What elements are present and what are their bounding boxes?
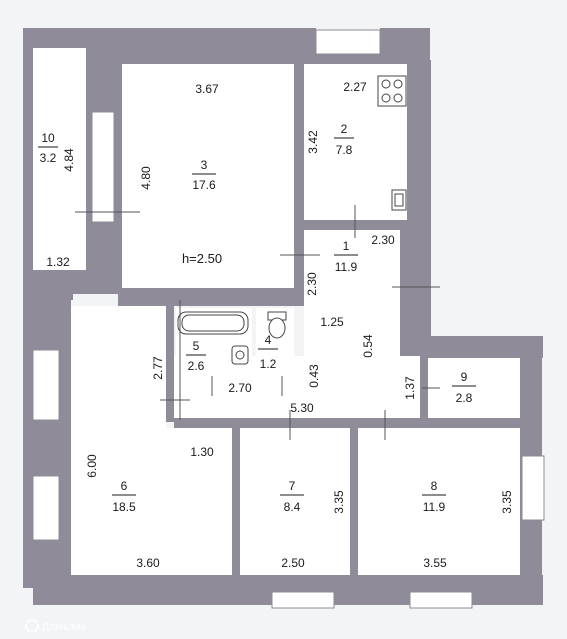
window-room-3 bbox=[91, 111, 115, 223]
window-room-6-lower bbox=[32, 475, 60, 541]
dim-room1-height: 2.30 bbox=[305, 272, 319, 296]
watermark: Домклик bbox=[25, 619, 86, 633]
dim-room10-bottom: 1.32 bbox=[46, 255, 70, 269]
ceiling-height: h=2.50 bbox=[182, 251, 222, 266]
dim-room3-side: 4.80 bbox=[139, 166, 153, 190]
room-2-number: 2 bbox=[341, 122, 348, 136]
window-bottom-7 bbox=[271, 591, 335, 609]
dim-room5-side: 2.77 bbox=[151, 356, 165, 380]
room-5-area: 2.6 bbox=[188, 359, 205, 373]
walls bbox=[23, 28, 543, 605]
dim-room5-bottom: 2.70 bbox=[228, 381, 252, 395]
windows bbox=[32, 29, 545, 609]
dim-room8-bottom: 3.55 bbox=[423, 556, 447, 570]
dim-room6-bottom: 3.60 bbox=[136, 556, 160, 570]
washbasin-icon bbox=[231, 345, 249, 365]
sink-icon bbox=[391, 189, 407, 211]
room-2-area: 7.8 bbox=[336, 143, 353, 157]
room-5-number: 5 bbox=[193, 339, 200, 353]
room-labels: 3 17.6 2 7.8 10 3.2 1 11.9 5 2.6 4 1.2 9… bbox=[38, 122, 476, 514]
doors bbox=[75, 205, 440, 440]
room-6-floor bbox=[71, 306, 166, 575]
room-3-number: 3 bbox=[201, 158, 208, 172]
room-10-floor bbox=[33, 48, 86, 270]
room-8-number: 8 bbox=[431, 479, 438, 493]
room-8-area: 11.9 bbox=[423, 500, 446, 514]
dim-room7-bottom: 2.50 bbox=[281, 556, 305, 570]
bathtub-icon bbox=[177, 311, 249, 335]
dim-room1-inner: 1.25 bbox=[320, 315, 344, 329]
dim-room6-inner: 1.30 bbox=[190, 445, 214, 459]
watermark-logo-icon bbox=[25, 619, 39, 633]
room-floors bbox=[33, 48, 520, 575]
toilet-icon bbox=[267, 311, 287, 339]
dim-room8-side: 3.35 bbox=[500, 490, 514, 514]
dim-corridor: 5.30 bbox=[290, 401, 314, 415]
room-6-floor-ext bbox=[166, 428, 232, 575]
room-10-area: 3.2 bbox=[40, 151, 57, 165]
window-top-kitchen bbox=[315, 29, 381, 55]
room-9-area: 2.8 bbox=[456, 391, 473, 405]
dim-room7-side: 3.35 bbox=[332, 490, 346, 514]
dimension-labels: 3.67 4.80 h=2.50 2.27 3.42 2.30 2.30 1.2… bbox=[46, 80, 514, 570]
room-3-area: 17.6 bbox=[192, 178, 216, 192]
window-room-6-upper bbox=[32, 349, 60, 421]
stove-icon bbox=[377, 75, 407, 107]
room-7-floor bbox=[240, 428, 350, 575]
room-7-area: 8.4 bbox=[284, 500, 301, 514]
room-1-area: 11.9 bbox=[335, 260, 358, 274]
dim-room1-gap: 0.54 bbox=[361, 334, 375, 358]
window-bottom-8 bbox=[409, 591, 473, 609]
room-1-number: 1 bbox=[343, 239, 350, 253]
fixtures bbox=[177, 75, 407, 365]
room-4-number: 4 bbox=[265, 333, 272, 347]
dim-room6-side: 6.00 bbox=[85, 454, 99, 478]
dim-room4-gap: 0.43 bbox=[307, 364, 321, 388]
room-7-number: 7 bbox=[289, 479, 296, 493]
watermark-text: Домклик bbox=[42, 621, 86, 633]
dim-room9-side: 1.37 bbox=[403, 376, 417, 400]
room-9-number: 9 bbox=[461, 370, 468, 384]
room-9-floor bbox=[428, 358, 520, 418]
room-4-area: 1.2 bbox=[260, 357, 277, 371]
room-10-number: 10 bbox=[41, 131, 55, 145]
room-3-floor bbox=[122, 64, 294, 288]
room-8-floor bbox=[358, 428, 520, 575]
dim-room3-top: 3.67 bbox=[195, 82, 219, 96]
dim-room10-side: 4.84 bbox=[62, 148, 76, 172]
window-room-8-right bbox=[521, 455, 545, 521]
room-1-floor bbox=[304, 230, 400, 356]
room-6-number: 6 bbox=[121, 479, 128, 493]
room-6-area: 18.5 bbox=[112, 500, 136, 514]
dim-room2-top: 2.27 bbox=[343, 80, 367, 94]
dim-room2-side: 3.42 bbox=[306, 130, 320, 154]
dim-room1-width: 2.30 bbox=[371, 233, 395, 247]
